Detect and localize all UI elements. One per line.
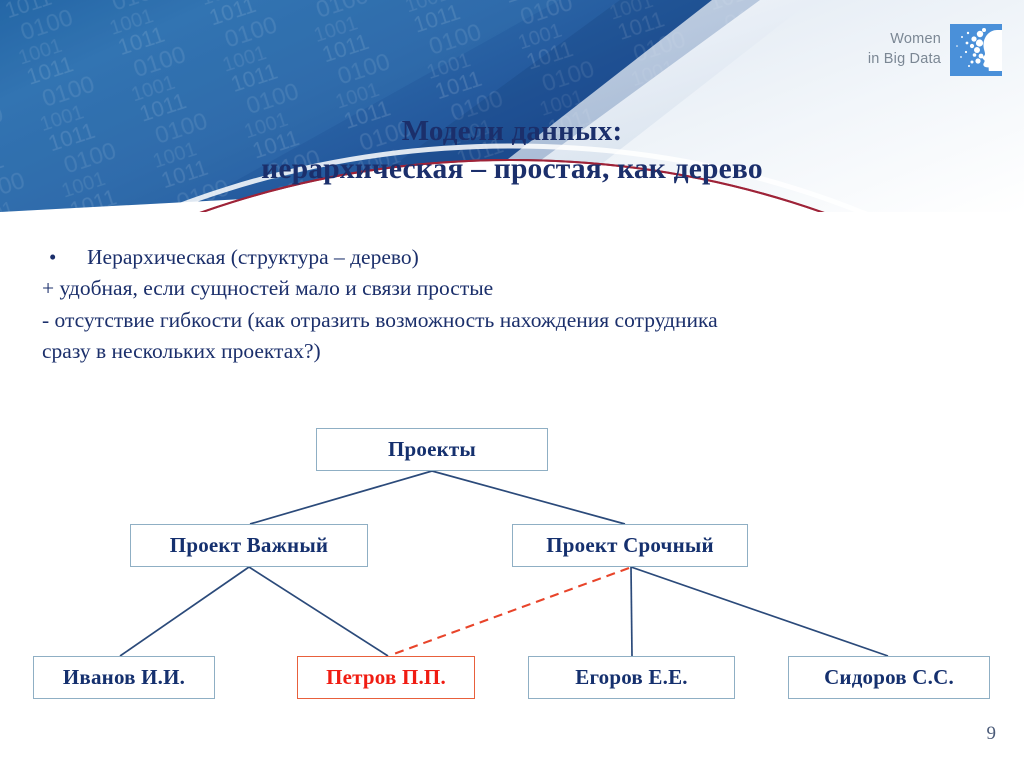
body-line-2: + удобная, если сущностей мало и связи п… [42, 276, 494, 301]
tree-edge [431, 470, 626, 525]
tree-node-proj2[interactable]: Проект Срочный [512, 524, 748, 567]
header-banner: 1011 0100 1001 [0, 0, 1024, 212]
tree-node-emp4[interactable]: Сидоров С.С. [788, 656, 990, 699]
title-line-1: Модели данных: [401, 115, 623, 147]
logo-text: Women in Big Data [868, 30, 941, 69]
face-profile-dots-icon [950, 24, 1002, 76]
tree-node-label: Петров П.П. [326, 665, 446, 689]
logo-text-line1: Women [890, 31, 941, 48]
bullet-glyph: • [49, 245, 57, 269]
page-number: 9 [986, 723, 997, 744]
tree-node-label: Проекты [387, 437, 477, 461]
logo-text-line2: in Big Data [867, 51, 941, 67]
body-line-4: сразу в нескольких проектах?) [42, 339, 321, 364]
header-background-graphic: 1011 0100 1001 [0, 0, 1024, 212]
tree-node-root[interactable]: Проекты [316, 428, 548, 471]
body-line-1: Иерархическая (структура – дерево) [87, 245, 419, 269]
tree-connector-lines [119, 470, 889, 657]
tree-edge [249, 470, 433, 525]
bullet-list-item: • Иерархическая (структура – дерево) [42, 242, 992, 273]
tree-edge [248, 566, 389, 657]
title-line-2: иерархическая – простая, как дерево [261, 153, 763, 186]
body-line-3: - отсутствие гибкости (как отразить возм… [42, 307, 718, 332]
tree-node-label: Сидоров С.С. [824, 665, 954, 689]
tree-node-emp3[interactable]: Егоров Е.Е. [528, 656, 735, 699]
tree-node-proj1[interactable]: Проект Важный [130, 524, 368, 567]
page-title: Модели данных: иерархическая – простая, … [0, 112, 1024, 189]
tree-node-label: Проект Срочный [546, 533, 714, 557]
tree-node-label: Егоров Е.Е. [575, 665, 688, 689]
tree-node-emp2[interactable]: Петров П.П. [297, 656, 475, 699]
tree-node-emp1[interactable]: Иванов И.И. [33, 656, 215, 699]
tree-edge [630, 566, 633, 657]
tree-edge-dashed [390, 567, 630, 656]
body-text: • Иерархическая (структура – дерево) + у… [42, 242, 992, 368]
tree-node-label: Проект Важный [169, 533, 329, 557]
tree-edge [119, 566, 250, 657]
tree-edge [630, 566, 889, 657]
tree-node-label: Иванов И.И. [62, 665, 186, 689]
brand-logo: Women in Big Data [868, 24, 1002, 76]
